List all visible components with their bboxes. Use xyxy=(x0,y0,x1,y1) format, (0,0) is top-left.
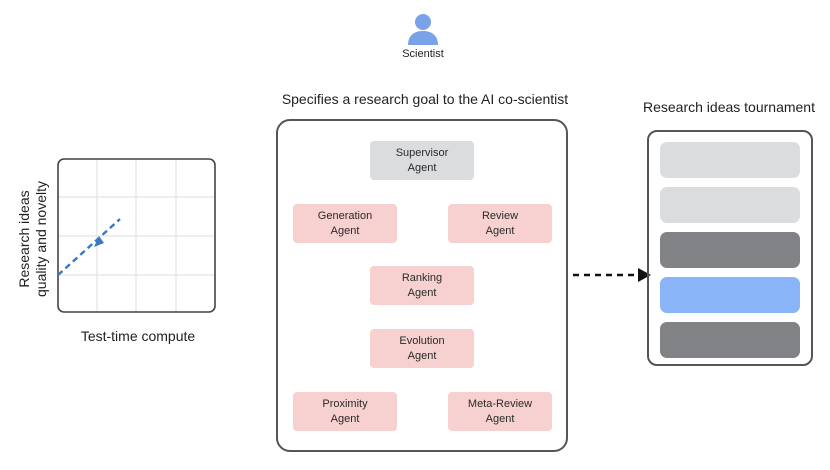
tournament-panel xyxy=(647,130,813,366)
agent-name: Generation xyxy=(317,210,373,223)
y-label-line1: Research ideas xyxy=(16,190,32,288)
tournament-title: Research ideas tournament xyxy=(643,99,815,115)
review-agent: Review Agent xyxy=(448,204,552,243)
proximity-agent: Proximity Agent xyxy=(293,392,397,431)
tournament-idea-bar xyxy=(660,142,800,178)
goal-title: Specifies a research goal to the AI co-s… xyxy=(281,91,569,107)
agent-suffix: Agent xyxy=(407,161,437,174)
chart-y-label: Research ideas quality and novelty xyxy=(16,179,56,299)
agent-suffix: Agent xyxy=(485,412,515,425)
evolution-agent: Evolution Agent xyxy=(370,329,474,368)
scientist-label: Scientist xyxy=(402,48,444,60)
agent-name: Ranking xyxy=(401,272,443,285)
chart-frame xyxy=(57,158,216,313)
agent-suffix: Agent xyxy=(330,412,360,425)
tournament-idea-bar-highlighted xyxy=(660,277,800,313)
agent-suffix: Agent xyxy=(485,224,515,237)
y-label-line2: quality and novelty xyxy=(32,181,49,297)
chart-gridlines xyxy=(58,159,215,312)
generation-agent: Generation Agent xyxy=(293,204,397,243)
trend-line xyxy=(57,218,121,276)
arrow-to-tournament xyxy=(573,268,651,282)
agent-name: Meta-Review xyxy=(467,398,533,411)
supervisor-agent: Supervisor Agent xyxy=(370,141,474,180)
agent-suffix: Agent xyxy=(407,349,437,362)
agent-suffix: Agent xyxy=(330,224,360,237)
trend-arrowhead xyxy=(94,236,104,247)
agent-name: Supervisor xyxy=(395,147,449,160)
tournament-idea-bar xyxy=(660,187,800,223)
tournament-idea-bar xyxy=(660,322,800,358)
agent-name: Review xyxy=(481,210,519,223)
user-icon xyxy=(408,14,438,45)
chart-x-label: Test-time compute xyxy=(80,328,196,344)
scaling-chart xyxy=(57,158,216,313)
ranking-agent: Ranking Agent xyxy=(370,266,474,305)
agent-suffix: Agent xyxy=(407,286,437,299)
agent-name: Proximity xyxy=(322,398,368,411)
agent-name: Evolution xyxy=(399,335,445,348)
tournament-idea-bar xyxy=(660,232,800,268)
agents-container: Supervisor Agent Generation Agent Review… xyxy=(276,119,568,452)
meta-review-agent: Meta-Review Agent xyxy=(448,392,552,431)
